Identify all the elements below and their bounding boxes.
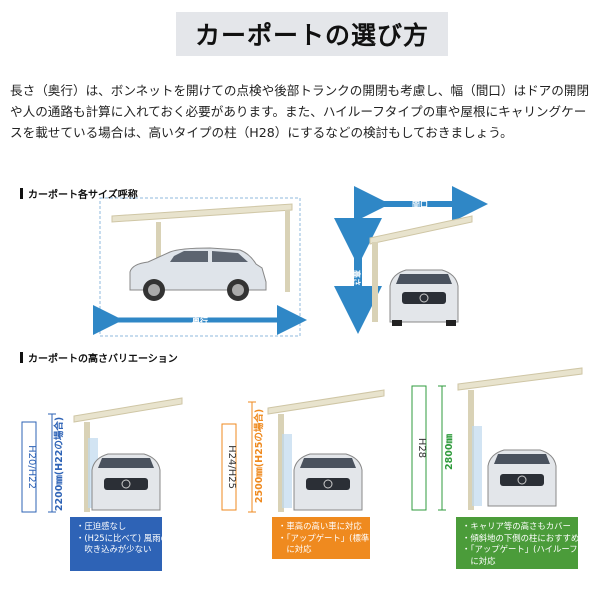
note-line: ・(H25に比べて) 風雨の — [76, 532, 169, 543]
model-label-h25: H24/H25 — [226, 445, 237, 489]
side-dashed-frame — [99, 197, 301, 337]
side-panel — [472, 426, 482, 506]
side-panel — [282, 434, 292, 508]
carport-side-illustration: 奥行 — [93, 197, 307, 337]
side-post-back — [285, 210, 290, 292]
note-line: 吹き込みが少ない — [76, 544, 152, 554]
model-label-h28: H28 — [416, 438, 427, 458]
height-label: 高さ — [352, 270, 362, 286]
intro-paragraph: 長さ（奥行）は、ボンネットを開けての点検や後部トランクの開閉も考慮し、幅（間口）… — [10, 83, 590, 140]
section-heading-heights-label: カーポートの高さバリエーション — [28, 354, 178, 365]
model-box — [21, 421, 37, 513]
model-box — [411, 385, 427, 511]
post — [468, 390, 474, 510]
page-title: カーポートの選び方 — [176, 12, 448, 56]
suv-front-icon — [389, 269, 459, 326]
height-label-h22: 2200㎜(H22の場合) — [53, 417, 65, 511]
note-line: ・「アップゲート」(標準) — [278, 532, 373, 543]
section-heading-sizes: カーポート各サイズ呼称 — [20, 186, 138, 201]
section-heading-heights: カーポートの高さバリエーション — [20, 350, 178, 365]
height-label-h28: 2800㎜ — [444, 434, 455, 470]
suv-side-icon — [129, 247, 267, 301]
side-roof — [111, 203, 293, 223]
model-box — [221, 423, 237, 511]
note-line: に対応 — [462, 555, 496, 566]
section-heading-sizes-label: カーポート各サイズ呼称 — [28, 190, 138, 201]
note-line: ・傾斜地の下側の柱におすすめ — [462, 532, 580, 543]
suv-front-icon — [293, 453, 363, 511]
note-line: ・車高の高い車に対応 — [278, 521, 362, 531]
depth-label: 奥行 — [191, 316, 208, 326]
width-label: 間口 — [412, 200, 428, 209]
roof — [73, 397, 183, 423]
note-line: ・「アップゲート」(ハイルーフ) — [462, 544, 581, 554]
variation-h22-illustration: H20/H22 2200㎜(H22の場合) — [21, 397, 183, 513]
model-label-h22: H20/H22 — [26, 445, 37, 489]
note-h25: ・車高の高い車に対応 ・「アップゲート」(標準) に対応 — [272, 517, 373, 559]
note-line: に対応 — [278, 544, 312, 554]
post — [278, 414, 284, 512]
variation-h25-illustration: H24/H25 2500㎜(H25の場合) — [221, 389, 385, 513]
note-h28: ・キャリア等の高さもカバー ・傾斜地の下側の柱におすすめ ・「アップゲート」(ハ… — [456, 517, 581, 569]
note-line: ・キャリア等の高さもカバー — [462, 521, 571, 531]
carport-front-illustration: 間口 高さ — [334, 186, 488, 334]
note-line: ・圧迫感なし — [76, 521, 127, 531]
heading-bar — [20, 188, 23, 199]
height-label-h25: 2500㎜(H25の場合) — [253, 409, 265, 503]
suv-front-icon — [91, 453, 161, 511]
variation-h28-illustration: H28 2800㎜ — [411, 367, 583, 511]
heading-bar — [20, 352, 23, 363]
front-roof — [369, 215, 473, 245]
note-h22: ・圧迫感なし ・(H25に比べて) 風雨の 吹き込みが少ない — [70, 517, 169, 571]
post — [84, 422, 90, 512]
roof — [267, 389, 385, 415]
front-post — [372, 242, 378, 322]
roof — [457, 367, 583, 391]
suv-front-icon — [487, 449, 557, 507]
